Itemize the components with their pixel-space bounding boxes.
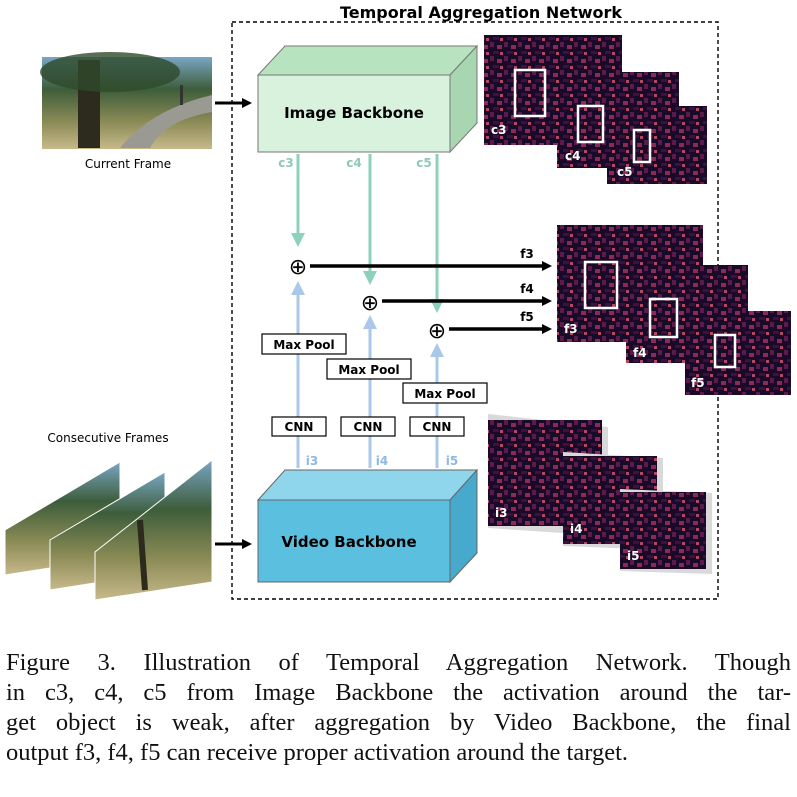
caption-line-1: Figure 3. Illustration of Temporal Aggre… bbox=[6, 649, 791, 676]
output-label-f4: f4 bbox=[520, 282, 534, 296]
image-feature-label-c5: c5 bbox=[416, 156, 431, 170]
svg-text:i5: i5 bbox=[627, 549, 639, 563]
svg-text:i4: i4 bbox=[570, 522, 582, 536]
consecutive-frames-stack bbox=[4, 458, 213, 601]
image-feature-label-c4: c4 bbox=[346, 156, 361, 170]
network-boundary bbox=[231, 21, 719, 600]
sum-node-4: ⊕ bbox=[361, 291, 379, 316]
svg-text:Max Pool: Max Pool bbox=[414, 387, 475, 401]
activation-map-i5: i5 bbox=[620, 489, 712, 574]
svg-text:i3: i3 bbox=[495, 506, 507, 520]
output-label-f5: f5 bbox=[520, 310, 534, 324]
video-backbone-label: Video Backbone bbox=[281, 533, 416, 551]
svg-text:CNN: CNN bbox=[354, 420, 383, 434]
svg-text:Max Pool: Max Pool bbox=[338, 363, 399, 377]
svg-text:f4: f4 bbox=[633, 346, 647, 360]
svg-text:c5: c5 bbox=[617, 165, 632, 179]
caption-line-3: get object is weak, after aggregation by… bbox=[6, 709, 791, 736]
activation-map-f5: f5 bbox=[685, 311, 791, 395]
svg-text:f3: f3 bbox=[564, 322, 578, 336]
max-pool-box-4: Max Pool bbox=[326, 358, 412, 380]
cnn-box-4: CNN bbox=[340, 416, 396, 437]
image-backbone-label: Image Backbone bbox=[284, 104, 424, 122]
video-feature-label-i3: i3 bbox=[306, 454, 318, 468]
cnn-box-5: CNN bbox=[409, 416, 465, 437]
caption-line-2: in c3, c4, c5 from Image Backbone the ac… bbox=[6, 679, 791, 706]
cnn-box-3: CNN bbox=[271, 416, 327, 437]
sum-node-5: ⊕ bbox=[428, 319, 446, 344]
consecutive-frames-label: Consecutive Frames bbox=[47, 431, 168, 445]
svg-text:f5: f5 bbox=[691, 376, 705, 390]
svg-text:Max Pool: Max Pool bbox=[273, 338, 334, 352]
output-label-f3: f3 bbox=[520, 247, 534, 261]
svg-text:c4: c4 bbox=[565, 149, 580, 163]
activation-map-c5: c5 bbox=[607, 106, 707, 184]
image-feature-label-c3: c3 bbox=[278, 156, 293, 170]
video-backbone-block bbox=[256, 468, 479, 584]
figure-caption: Figure 3. Illustration of Temporal Aggre… bbox=[6, 648, 791, 768]
max-pool-box-5: Max Pool bbox=[402, 382, 488, 404]
video-feature-label-i5: i5 bbox=[446, 454, 458, 468]
video-feature-label-i4: i4 bbox=[376, 454, 388, 468]
caption-line-4: output f3, f4, f5 can receive proper act… bbox=[6, 739, 629, 766]
current-frame-image bbox=[40, 52, 212, 149]
svg-text:CNN: CNN bbox=[285, 420, 314, 434]
sum-node-3: ⊕ bbox=[289, 255, 307, 280]
max-pool-box-3: Max Pool bbox=[261, 333, 347, 355]
current-frame-label: Current Frame bbox=[85, 157, 171, 171]
svg-text:c3: c3 bbox=[491, 123, 506, 137]
image-backbone-block bbox=[256, 44, 479, 154]
svg-text:CNN: CNN bbox=[423, 420, 452, 434]
diagram-title: Temporal Aggregation Network bbox=[340, 3, 622, 22]
